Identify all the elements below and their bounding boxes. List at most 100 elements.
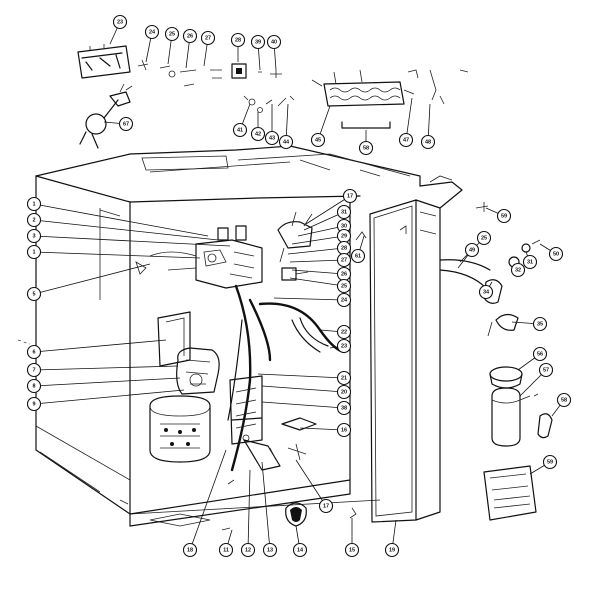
callout-43: 43 — [264, 104, 280, 146]
callout-48: 48 — [420, 103, 436, 150]
callout-bubble — [262, 542, 278, 558]
callout-number: 49 — [469, 247, 475, 253]
callout-number: 35 — [537, 321, 543, 327]
callout-leader — [33, 219, 219, 241]
callout-leader — [257, 373, 345, 379]
callout-bubble — [26, 378, 42, 394]
callout-bubble — [26, 362, 42, 378]
callout-bubble — [250, 126, 266, 142]
callout-49: 49 — [457, 242, 480, 269]
wire-harness — [230, 284, 272, 472]
callout-21: 21 — [257, 370, 352, 386]
callout-bubble — [344, 542, 360, 558]
callout-number: 29 — [341, 233, 347, 239]
callout-bubble — [336, 384, 352, 400]
callout-number: 58 — [561, 397, 567, 403]
callout-22: 22 — [319, 324, 352, 340]
callout-number: 25 — [341, 283, 347, 289]
callout-number: 17 — [323, 503, 329, 509]
callout-bubble — [398, 132, 414, 148]
callout-number: 21 — [341, 375, 347, 381]
callout-number: 25 — [169, 31, 175, 37]
callout-number: 1 — [32, 249, 35, 255]
callout-31: 31 — [522, 251, 538, 270]
hose-clamp-part — [285, 502, 307, 527]
callout-bubble — [164, 26, 180, 42]
callout-bubble — [336, 400, 352, 416]
callout-number: 38 — [341, 405, 347, 411]
callout-39: 39 — [250, 34, 266, 71]
callout-5: 5 — [26, 263, 151, 302]
callout-number: 23 — [341, 343, 347, 349]
callout-bubble — [556, 392, 572, 408]
callout-number: 61 — [355, 253, 361, 259]
callout-59: 59 — [485, 207, 512, 224]
callout-number: 19 — [389, 547, 395, 553]
screw-part — [159, 65, 171, 69]
callout-number: 18 — [187, 547, 193, 553]
callout-25: 25 — [289, 277, 352, 294]
callout-20: 20 — [261, 384, 352, 400]
callout-bubble — [26, 196, 42, 212]
callout-number: 30 — [341, 223, 347, 229]
callout-leader — [289, 277, 345, 287]
callout-47: 47 — [398, 97, 414, 148]
callout-bubble — [26, 286, 42, 302]
callout-1: 1 — [26, 196, 209, 237]
callout-leader — [247, 469, 251, 551]
callout-leader — [33, 203, 209, 237]
callout-2: 2 — [26, 212, 219, 241]
callout-bubble — [522, 254, 538, 270]
callout-24: 24 — [144, 24, 160, 63]
callout-bubble — [26, 228, 42, 244]
callout-number: 59 — [547, 459, 553, 465]
callout-number: 25 — [481, 235, 487, 241]
callout-30: 30 — [297, 218, 352, 237]
callout-bubble — [478, 284, 494, 300]
callout-44: 44 — [278, 103, 294, 150]
callout-leader — [291, 235, 345, 245]
callout-leader — [33, 263, 151, 295]
callout-23: 23 — [109, 14, 128, 45]
callout-11: 11 — [218, 529, 234, 558]
callout-61: 61 — [350, 235, 366, 264]
callout-leader — [303, 211, 345, 231]
callout-58: 58 — [358, 130, 374, 156]
callout-leader — [189, 449, 227, 551]
callout-bubble — [532, 346, 548, 362]
callout-16: 16 — [299, 422, 352, 438]
callout-number: 45 — [315, 137, 321, 143]
callout-24: 24 — [273, 292, 352, 308]
callout-bubble — [112, 14, 128, 30]
callout-number: 28 — [341, 245, 347, 251]
callout-bubble — [350, 248, 366, 264]
callout-number: 42 — [255, 131, 261, 137]
top-parts-group — [77, 44, 469, 149]
callout-bubble — [358, 140, 374, 156]
callout-50: 50 — [539, 243, 564, 262]
dishwasher-cabinet — [35, 145, 421, 527]
callout-bubble — [318, 498, 334, 514]
heating-element-part — [323, 81, 405, 107]
callout-67: 67 — [103, 116, 134, 132]
callout-57: 57 — [519, 362, 554, 397]
callout-number: 15 — [349, 547, 355, 553]
callout-bubble — [538, 362, 554, 378]
motor-pump-assembly — [149, 211, 367, 531]
callout-leader — [33, 235, 231, 247]
callout-28: 28 — [230, 32, 246, 62]
callout-38: 38 — [261, 400, 352, 416]
callout-number: 22 — [341, 329, 347, 335]
callout-26: 26 — [182, 28, 198, 69]
callout-12: 12 — [240, 469, 256, 558]
callout-25: 25 — [164, 26, 180, 65]
callout-bubble — [336, 422, 352, 438]
callout-number: 27 — [205, 35, 211, 41]
callout-leader — [261, 401, 345, 409]
callout-bubble — [232, 122, 248, 138]
callout-number: 13 — [267, 547, 273, 553]
callout-bubble — [342, 188, 358, 204]
callout-bubble — [144, 24, 160, 40]
callout-number: 24 — [149, 29, 156, 35]
